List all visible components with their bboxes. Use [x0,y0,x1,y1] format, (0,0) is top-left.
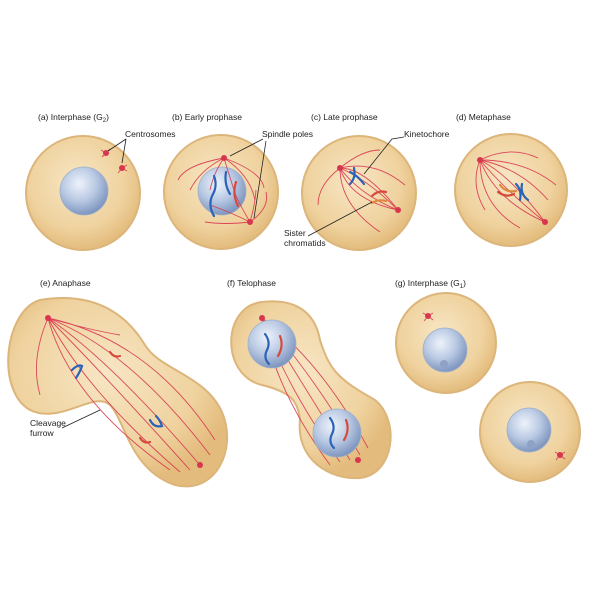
leader-cleavage-furrow [61,409,101,429]
nucleus [59,166,109,216]
centrosome-top [259,315,265,321]
chromosome [348,170,366,186]
spindle-pole-bottom [247,219,253,225]
nucleus-top [247,319,297,369]
cell-late-prophase [301,135,417,251]
callout-kinetochore: Kinetochore [404,129,450,139]
chromosome [138,436,152,444]
nucleolus [440,360,448,368]
spindle-pole-left [45,315,51,321]
chromosome [348,166,356,186]
chromosome [108,350,122,358]
stage-label-d: (d) Metaphase [456,112,511,122]
callout-chromatids: chromatids [284,238,326,248]
chromosome [498,183,518,193]
chromosome [70,364,84,380]
nucleus [506,407,552,453]
chromosome [224,170,232,196]
stage-label-e: (e) Anaphase [40,278,91,288]
chromosome [209,174,217,218]
chromosome [148,414,164,428]
spindle-pole-top [477,157,483,163]
spindle-pole-bottom [542,219,548,225]
leader-sister-chromatids [307,201,373,237]
callout-cleavage: Cleavage [30,418,66,428]
chromosome [276,334,283,358]
nucleus-bottom [312,408,362,458]
callout-spindle-poles: Spindle poles [262,129,313,139]
stage-label-f: (f) Telophase [227,278,276,288]
spindle-pole-top [221,155,227,161]
callout-sister: Sister [284,228,306,238]
stage-label-c: (c) Late prophase [311,112,378,122]
chromosome [342,418,349,442]
chromosome [370,199,388,205]
cell-telophase [230,300,392,480]
nucleus [197,166,247,216]
chromosome [328,416,336,450]
chromosome [496,190,516,197]
chromosome [263,332,271,366]
stage-label-b: (b) Early prophase [172,112,242,122]
spindle-pole-right [395,207,401,213]
cell-interphase-g1-top [395,292,497,394]
chromosome [370,190,388,198]
stage-label-g: (g) Interphase (G1) [395,278,466,290]
leader-centrosomes [107,138,127,164]
leader-spindle-poles [229,138,267,219]
cell-interphase-g2 [25,135,141,251]
callout-furrow: furrow [30,428,54,438]
cell-metaphase [454,133,568,247]
centrosome-pair [100,148,128,174]
chromosome [233,180,240,208]
chromosome [514,182,530,202]
nucleus [422,327,468,373]
callout-centrosomes: Centrosomes [125,129,176,139]
leader-kinetochore [363,136,405,175]
spindle-pole-right [197,462,203,468]
stage-label-a: (a) Interphase (G2) [38,112,109,124]
spindle-pole-left [337,165,343,171]
cell-anaphase [7,297,229,488]
cell-interphase-g1-bottom [479,381,581,483]
centrosome-bottom [355,457,361,463]
nucleolus [527,440,535,448]
cell-early-prophase [163,134,279,250]
